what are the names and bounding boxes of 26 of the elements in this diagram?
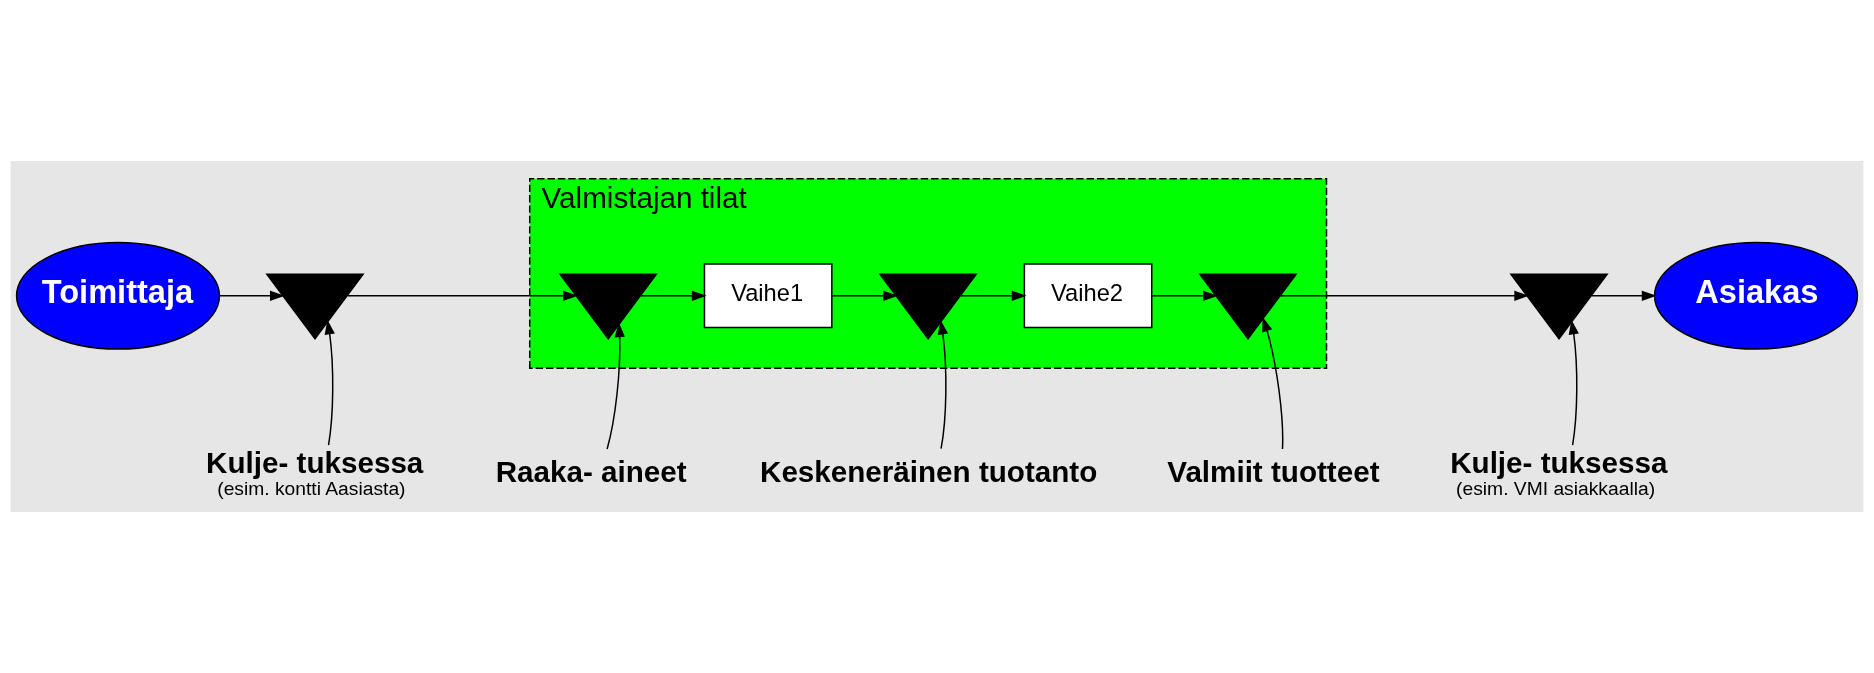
node-text: Kulje- tuksessa (esim. VMI asiakkaalla): [1450, 446, 1668, 499]
node-text: Kulje- tuksessa (esim. kontti Aasiasta): [206, 446, 424, 499]
node-triangle: [878, 273, 978, 340]
node-text: Valmiit tuotteet: [1167, 454, 1380, 488]
arrow: [1568, 319, 1579, 446]
node-box: Vaihe2: [1023, 263, 1153, 329]
arrow: [639, 290, 707, 301]
node-ellipse: Asiakas: [1653, 241, 1859, 350]
node-text: Keskeneräinen tuotanto: [760, 454, 1098, 488]
arrow: [324, 319, 335, 446]
node-triangle: [265, 273, 365, 340]
arrow: [1279, 290, 1530, 301]
arrow: [606, 322, 625, 450]
arrow: [831, 290, 898, 301]
arrow: [346, 290, 578, 301]
node-triangle: [1198, 273, 1298, 340]
arrow: [959, 290, 1027, 301]
arrow: [218, 290, 285, 301]
arrow: [1151, 290, 1218, 301]
arrow: [1262, 316, 1284, 450]
node-ellipse: Toimittaja: [15, 241, 221, 350]
arrow: [937, 319, 949, 450]
arrow: [1590, 290, 1657, 301]
node-triangle: [1509, 273, 1609, 340]
node-box: Vaihe1: [703, 263, 833, 329]
node-text: Raaka- aineet: [495, 454, 687, 488]
